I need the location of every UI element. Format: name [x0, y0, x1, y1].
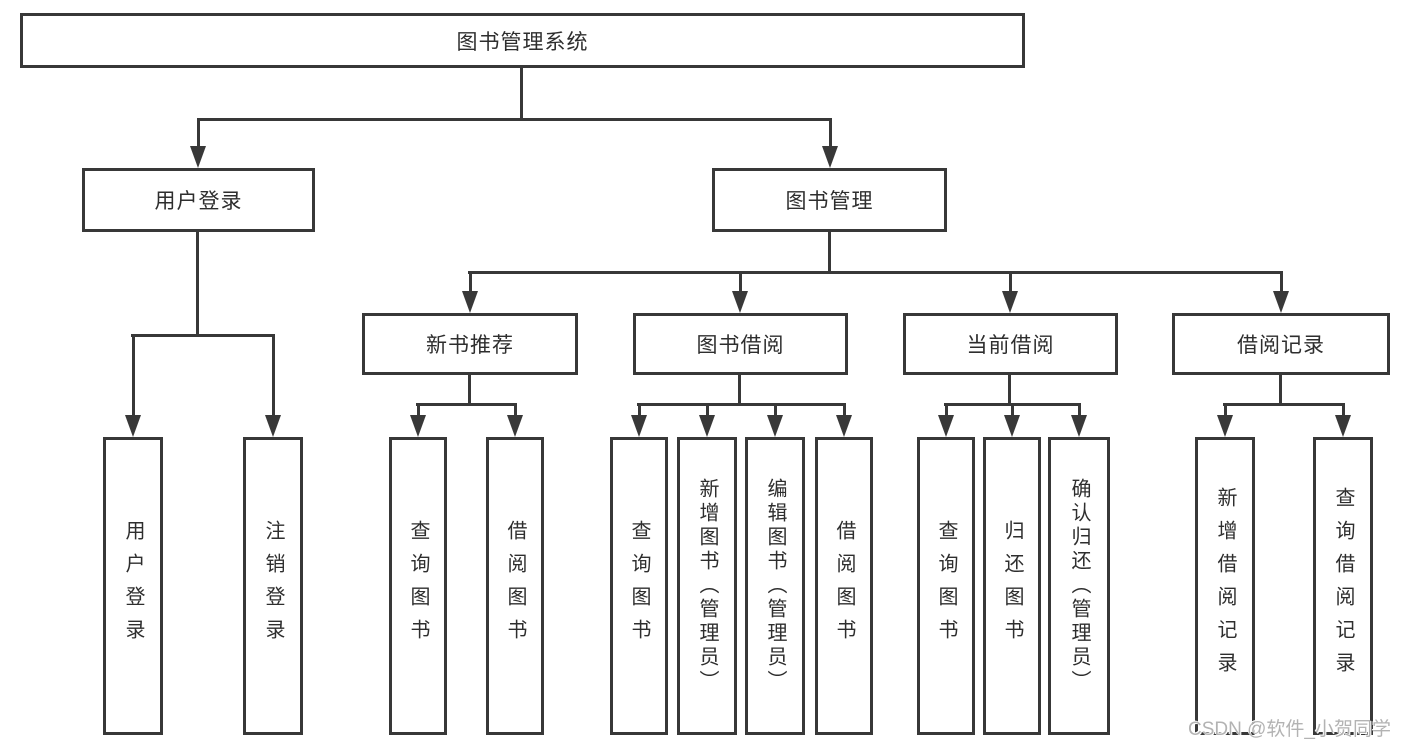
node-new-book-rec-label: 新书推荐 — [426, 334, 514, 357]
arrowhead-down-icon — [410, 415, 426, 437]
arrowhead-down-icon — [190, 146, 206, 168]
arrowhead-down-icon — [265, 415, 281, 437]
arrowhead-down-icon — [1335, 415, 1351, 437]
leaf-newbook-query: 查询图书 — [389, 437, 447, 735]
leaf-records-add: 新增借阅记录 — [1195, 437, 1255, 735]
arrow-stem — [705, 403, 709, 417]
node-user-login-label: 用户登录 — [154, 190, 243, 213]
node-root: 图书管理系统 — [20, 13, 1025, 68]
leaf-borrow-query: 查询图书 — [610, 437, 668, 735]
leaf-logout: 注销登录 — [243, 437, 303, 735]
leaf-user-login-label: 用户登录 — [122, 520, 144, 652]
leaf-newbook-borrow: 借阅图书 — [486, 437, 544, 735]
leaf-borrow-edit-label: 编辑图书（管理员） — [764, 478, 786, 694]
connector-line-horizontal — [197, 118, 832, 121]
leaf-current-return: 归还图书 — [983, 437, 1041, 735]
leaf-borrow-add: 新增图书（管理员） — [677, 437, 737, 735]
node-book-mgmt-label: 图书管理 — [785, 190, 874, 213]
arrow-stem — [944, 403, 948, 417]
arrowhead-down-icon — [822, 146, 838, 168]
leaf-records-query-label: 查询借阅记录 — [1332, 487, 1354, 685]
connector-line-horizontal — [131, 334, 275, 337]
connector-line-horizontal — [637, 403, 846, 406]
arrow-stem — [1279, 271, 1283, 293]
arrow-stem — [738, 271, 742, 293]
leaf-current-query-label: 查询图书 — [935, 520, 957, 652]
arrowhead-down-icon — [631, 415, 647, 437]
arrow-stem — [271, 334, 275, 417]
leaf-borrow-borrow: 借阅图书 — [815, 437, 873, 735]
connector-line-vertical — [467, 375, 471, 406]
arrow-stem — [416, 403, 420, 417]
node-user-login: 用户登录 — [82, 168, 315, 232]
node-book-mgmt: 图书管理 — [712, 168, 947, 232]
leaf-current-confirm: 确认归还（管理员） — [1048, 437, 1110, 735]
node-root-label: 图书管理系统 — [456, 30, 589, 54]
watermark: CSDN @软件_小贺同学 — [1188, 719, 1391, 740]
connector-line-horizontal — [1223, 403, 1345, 406]
node-borrow-records-label: 借阅记录 — [1237, 334, 1325, 357]
arrowhead-down-icon — [1071, 415, 1087, 437]
leaf-current-confirm-label: 确认归还（管理员） — [1068, 478, 1090, 694]
connector-line-vertical — [827, 232, 831, 274]
arrowhead-down-icon — [767, 415, 783, 437]
connector-line-vertical — [1007, 375, 1011, 406]
leaf-borrow-query-label: 查询图书 — [628, 520, 650, 652]
leaf-newbook-query-label: 查询图书 — [407, 520, 429, 652]
leaf-newbook-borrow-label: 借阅图书 — [504, 520, 526, 652]
arrowhead-down-icon — [1004, 415, 1020, 437]
arrow-stem — [637, 403, 641, 417]
node-current-borrow-label: 当前借阅 — [966, 334, 1055, 357]
arrowhead-down-icon — [1002, 291, 1018, 313]
arrowhead-down-icon — [462, 291, 478, 313]
node-current-borrow: 当前借阅 — [903, 313, 1118, 375]
arrowhead-down-icon — [732, 291, 748, 313]
arrow-stem — [1341, 403, 1345, 417]
connector-line-horizontal — [468, 271, 1283, 274]
arrow-stem — [468, 271, 472, 293]
arrowhead-down-icon — [938, 415, 954, 437]
connector-line-vertical — [519, 68, 523, 121]
leaf-records-add-label: 新增借阅记录 — [1214, 487, 1236, 685]
arrowhead-down-icon — [1217, 415, 1233, 437]
leaf-borrow-edit: 编辑图书（管理员） — [745, 437, 805, 735]
leaf-borrow-add-label: 新增图书（管理员） — [696, 478, 718, 694]
leaf-user-login: 用户登录 — [103, 437, 163, 735]
connector-line-vertical — [195, 232, 199, 337]
arrowhead-down-icon — [836, 415, 852, 437]
arrow-stem — [773, 403, 777, 417]
leaf-current-return-label: 归还图书 — [1001, 520, 1023, 652]
arrow-stem — [828, 118, 832, 148]
node-new-book-rec: 新书推荐 — [362, 313, 578, 375]
connector-line-vertical — [1278, 375, 1282, 406]
leaf-records-query: 查询借阅记录 — [1313, 437, 1373, 735]
arrow-stem — [1008, 271, 1012, 293]
leaf-borrow-borrow-label: 借阅图书 — [833, 520, 855, 652]
connector-line-horizontal — [416, 403, 517, 406]
node-book-borrow: 图书借阅 — [633, 313, 848, 375]
arrowhead-down-icon — [507, 415, 523, 437]
arrow-stem — [513, 403, 517, 417]
arrowhead-down-icon — [699, 415, 715, 437]
connector-line-vertical — [737, 375, 741, 406]
leaf-logout-label: 注销登录 — [262, 520, 284, 652]
arrow-stem — [1010, 403, 1014, 417]
arrow-stem — [131, 334, 135, 417]
node-borrow-records: 借阅记录 — [1172, 313, 1390, 375]
leaf-current-query: 查询图书 — [917, 437, 975, 735]
node-book-borrow-label: 图书借阅 — [696, 334, 785, 357]
arrow-stem — [1077, 403, 1081, 417]
arrow-stem — [196, 118, 200, 148]
arrowhead-down-icon — [1273, 291, 1289, 313]
arrowhead-down-icon — [125, 415, 141, 437]
arrow-stem — [842, 403, 846, 417]
arrow-stem — [1223, 403, 1227, 417]
